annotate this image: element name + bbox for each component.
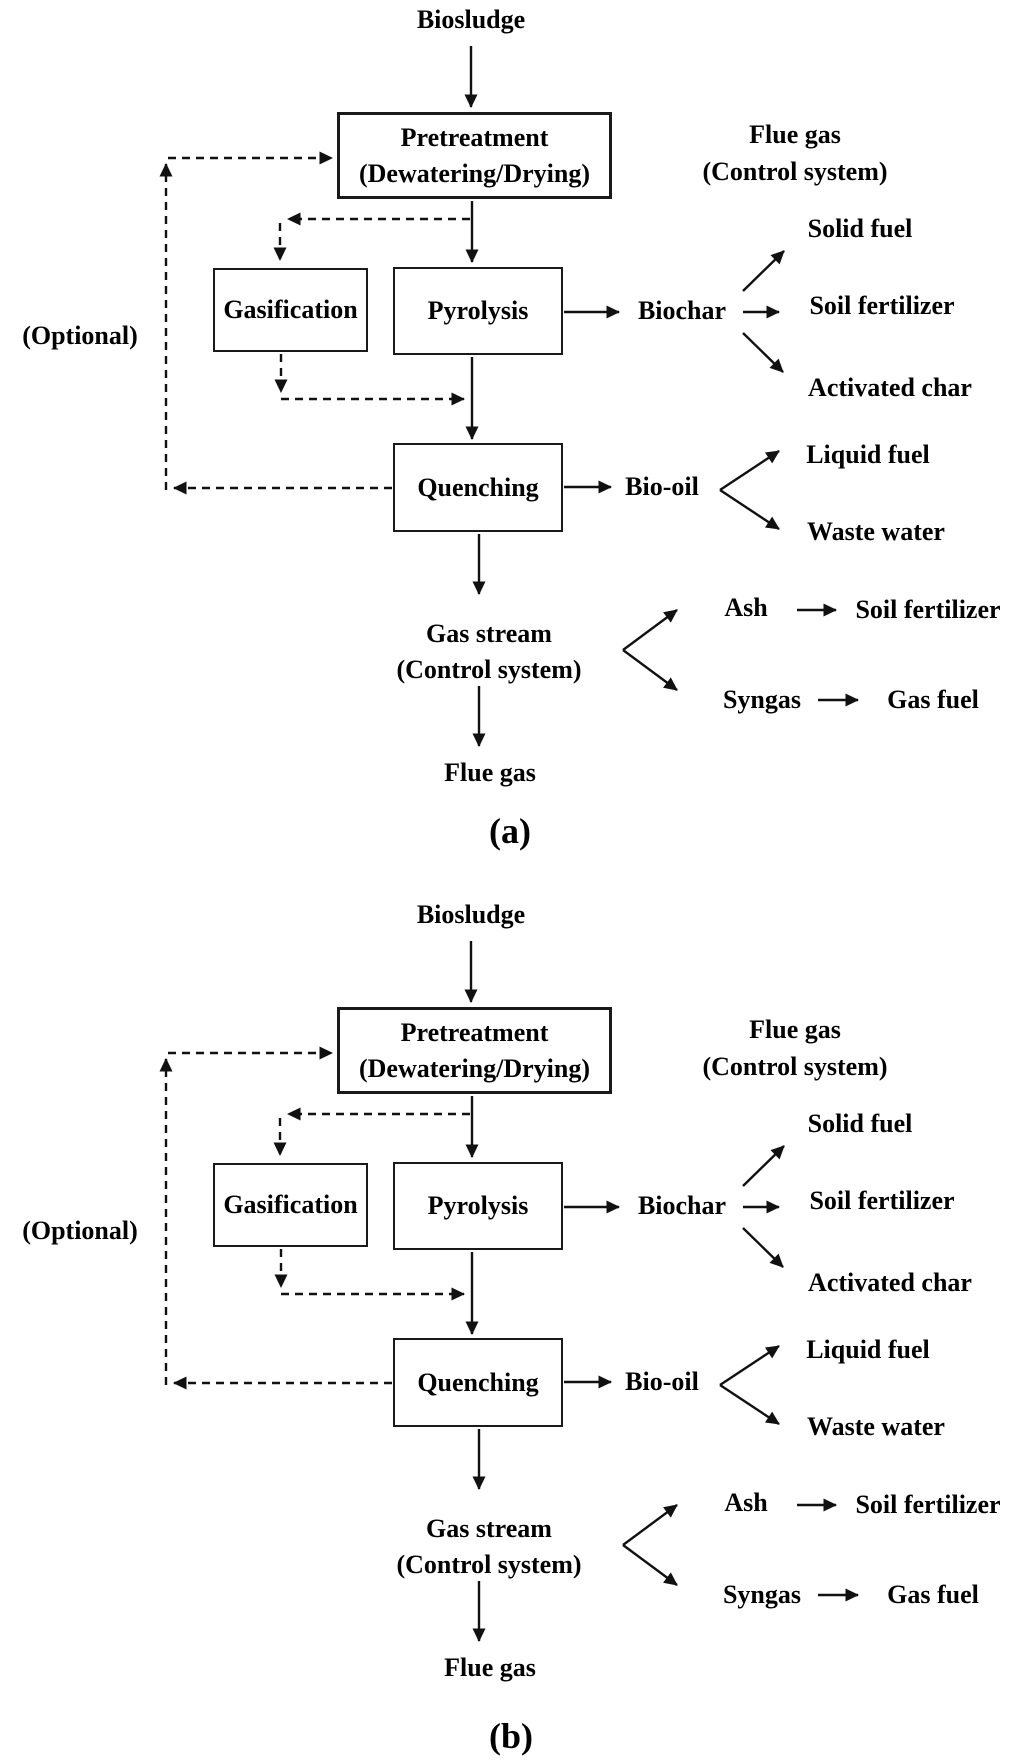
flue-gas-control-line1: Flue gas xyxy=(749,120,841,149)
diagram-b: Biosludge Pretreatment (Dewatering/Dryin… xyxy=(0,895,1024,1762)
gasification-label: Gasification xyxy=(223,295,358,324)
node-biochar: Biochar xyxy=(637,1191,727,1220)
node-ash-product: Soil fertilizer xyxy=(855,595,1001,624)
node-ash-product: Soil fertilizer xyxy=(855,1490,1001,1519)
node-ash: Ash xyxy=(724,1488,768,1517)
node-gas-fuel: Gas fuel xyxy=(887,1580,979,1609)
node-pyrolysis-box: Pyrolysis xyxy=(393,267,563,355)
node-bio-oil: Bio-oil xyxy=(625,1367,699,1396)
node-flue-gas-bottom: Flue gas xyxy=(444,758,536,787)
pretreatment-label-line2: (Dewatering/Drying) xyxy=(358,1053,591,1083)
quenching-label: Quenching xyxy=(417,472,539,502)
node-flue-gas-control: Flue gas (Control system) xyxy=(702,116,887,190)
node-bio-oil: Bio-oil xyxy=(625,472,699,501)
node-activated-char: Activated char xyxy=(808,373,972,402)
node-waste-water: Waste water xyxy=(807,517,945,546)
pyrolysis-label: Pyrolysis xyxy=(427,296,529,325)
node-gasification-box: Gasification xyxy=(213,268,368,352)
node-gas-fuel: Gas fuel xyxy=(887,685,979,714)
node-gas-stream: Gas stream (Control system) xyxy=(396,616,581,688)
node-soil-fertilizer: Soil fertilizer xyxy=(809,1186,955,1215)
flue-gas-control-line2: (Control system) xyxy=(702,1052,888,1081)
node-gas-stream: Gas stream (Control system) xyxy=(396,1511,581,1583)
pyrolysis-label: Pyrolysis xyxy=(427,1191,529,1220)
pretreatment-label-line1: Pretreatment xyxy=(400,122,549,152)
node-quenching-box: Quenching xyxy=(393,443,563,532)
node-biosludge: Biosludge xyxy=(416,900,526,929)
caption-b: (b) xyxy=(489,1716,533,1756)
flue-gas-control-line2: (Control system) xyxy=(702,157,888,186)
gas-stream-line1: Gas stream xyxy=(426,619,552,648)
pretreatment-label-line1: Pretreatment xyxy=(400,1017,549,1047)
node-biochar: Biochar xyxy=(637,296,727,325)
node-flue-gas-bottom: Flue gas xyxy=(444,1653,536,1682)
node-solid-fuel: Solid fuel xyxy=(807,1109,913,1138)
node-ash: Ash xyxy=(724,593,768,622)
quenching-label: Quenching xyxy=(417,1367,539,1397)
node-liquid-fuel: Liquid fuel xyxy=(806,1335,930,1364)
node-flue-gas-control: Flue gas (Control system) xyxy=(702,1011,887,1085)
node-soil-fertilizer: Soil fertilizer xyxy=(809,291,955,320)
diagram-a: Biosludge Pretreatment (Dewatering/Dryin… xyxy=(0,0,1024,880)
node-solid-fuel: Solid fuel xyxy=(807,214,913,243)
pretreatment-label-line2: (Dewatering/Drying) xyxy=(358,158,591,188)
gas-stream-line2: (Control system) xyxy=(396,655,582,684)
flue-gas-control-line1: Flue gas xyxy=(749,1015,841,1044)
node-pretreatment-box: Pretreatment (Dewatering/Drying) xyxy=(337,112,612,199)
caption-a: (a) xyxy=(489,811,531,851)
gas-stream-line2: (Control system) xyxy=(396,1550,582,1579)
node-syngas: Syngas xyxy=(722,685,802,714)
optional-label: (Optional) xyxy=(22,1216,138,1245)
optional-label: (Optional) xyxy=(22,321,138,350)
node-pyrolysis-box: Pyrolysis xyxy=(393,1162,563,1250)
node-waste-water: Waste water xyxy=(807,1412,945,1441)
node-biosludge: Biosludge xyxy=(416,5,526,34)
node-gasification-box: Gasification xyxy=(213,1163,368,1247)
node-syngas: Syngas xyxy=(722,1580,802,1609)
node-activated-char: Activated char xyxy=(808,1268,972,1297)
node-quenching-box: Quenching xyxy=(393,1338,563,1427)
gas-stream-line1: Gas stream xyxy=(426,1514,552,1543)
gasification-label: Gasification xyxy=(223,1190,358,1219)
node-liquid-fuel: Liquid fuel xyxy=(806,440,930,469)
connector-lines xyxy=(159,46,859,747)
node-pretreatment-box: Pretreatment (Dewatering/Drying) xyxy=(337,1007,612,1094)
